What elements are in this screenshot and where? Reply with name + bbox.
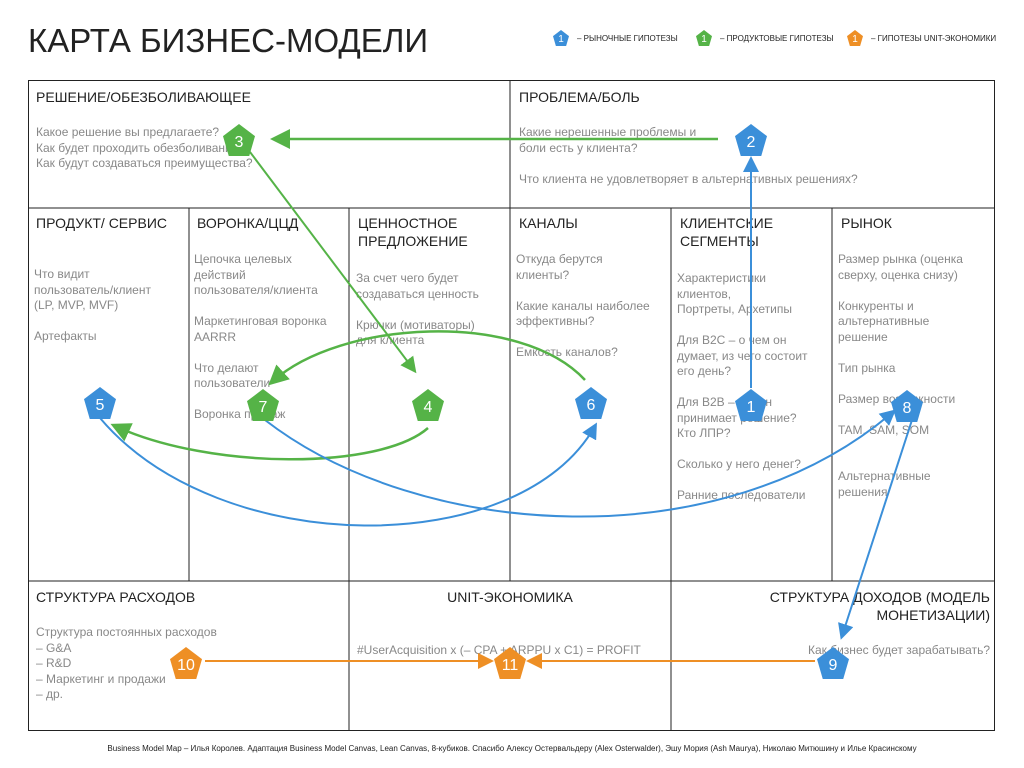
funnel-line: Что делают xyxy=(194,360,259,375)
funnel-line: Цепочка целевых xyxy=(194,252,292,266)
segments-line xyxy=(677,380,808,396)
solution-line: Как будет проходить обезболивание? xyxy=(36,140,246,155)
value-line: За счет чего будет xyxy=(356,271,459,285)
market-line xyxy=(838,283,963,299)
product-line: пользователь/клиент xyxy=(34,282,151,297)
value-text: За счет чего будет создаваться ценность … xyxy=(356,271,479,349)
channels-line xyxy=(516,283,650,299)
market-line xyxy=(838,454,963,470)
solution-text: Какое решение вы предлагаете? Как будет … xyxy=(36,125,253,172)
unit-formula: #UserAcquisition x (– CPA + ARPPU x C1) … xyxy=(357,643,641,657)
canvas-frame xyxy=(28,80,995,731)
revenue-text: Как бизнес будет зарабатывать? xyxy=(807,643,990,657)
channels-line: Емкость каналов? xyxy=(516,345,618,359)
segments-text: Характеристики клиентов, Портреты, Архет… xyxy=(677,271,808,504)
market-line: решения xyxy=(838,484,888,499)
segments-line: Для B2C – о чем он xyxy=(677,333,787,347)
funnel-line: AARRR xyxy=(194,329,237,344)
product-line: Что видит xyxy=(34,267,90,281)
market-line: сверху, оценка снизу) xyxy=(838,267,958,282)
segments-line: Характеристики xyxy=(677,271,766,285)
problem-line: Какие нерешенные проблемы и xyxy=(519,125,697,139)
product-header: ПРОДУКТ/ СЕРВИС xyxy=(36,215,167,231)
legend-market-label: – РЫНОЧНЫЕ ГИПОТЕЗЫ xyxy=(577,33,678,43)
solution-header: РЕШЕНИЕ/ОБЕЗБОЛИВАЮЩЕЕ xyxy=(36,89,251,105)
problem-header: ПРОБЛЕМА/БОЛЬ xyxy=(519,89,640,105)
problem-line xyxy=(519,156,858,172)
market-line: решение xyxy=(838,329,888,344)
problem-line: боли есть у клиента? xyxy=(519,140,638,155)
market-text: Размер рынка (оценка сверху, оценка сниз… xyxy=(838,252,963,500)
revenue-header: СТРУКТУРА ДОХОДОВ (МОДЕЛЬ МОНЕТИЗАЦИИ) xyxy=(769,589,990,623)
segments-line: Портреты, Архетипы xyxy=(677,302,792,316)
product-line xyxy=(34,314,151,330)
problem-text: Какие нерешенные проблемы и боли есть у … xyxy=(519,125,858,187)
segments-line xyxy=(677,442,808,458)
segments-line xyxy=(677,473,808,489)
footer-credits: Business Model Map – Илья Королев. Адапт… xyxy=(107,744,917,753)
market-line: Тип рынка xyxy=(838,360,896,375)
market-header: РЫНОК xyxy=(841,215,892,231)
segments-line xyxy=(677,318,808,334)
legend-unit: 1 – ГИПОТЕЗЫ UNIT-ЭКОНОМИКИ xyxy=(847,30,996,46)
solution-line: Как будут создаваться преимущества? xyxy=(36,156,253,170)
problem-line: Что клиента не удовлетворяет в альтернат… xyxy=(519,171,858,186)
legend-market: 1 – РЫНОЧНЫЕ ГИПОТЕЗЫ xyxy=(553,30,678,46)
market-line: Конкуренты и xyxy=(838,298,914,313)
costs-line: – др. xyxy=(36,687,64,701)
market-line: альтернативные xyxy=(838,314,930,328)
funnel-line: пользователи xyxy=(194,376,271,390)
product-line: (LP, MVP, MVF) xyxy=(34,298,119,312)
segments-line: Сколько у него денег? xyxy=(677,457,801,471)
legend-market-marker: 1 xyxy=(553,30,569,46)
legend-product-label: – ПРОДУКТОВЫЕ ГИПОТЕЗЫ xyxy=(720,33,834,43)
segments-line: клиентов, xyxy=(677,286,732,301)
unit-header: UNIT-ЭКОНОМИКА xyxy=(447,589,573,605)
legend-product-marker: 1 xyxy=(696,30,712,46)
costs-line: – R&D xyxy=(36,656,72,670)
marker-10: 10 xyxy=(170,647,202,679)
segments-line: Ранние последователи xyxy=(677,488,806,502)
segments-line: Кто ЛПР? xyxy=(677,426,731,440)
channels-line: Откуда берутся xyxy=(516,252,603,266)
channels-line: эффективны? xyxy=(516,314,595,328)
segments-line: его день? xyxy=(677,364,732,378)
product-line: Артефакты xyxy=(34,329,97,343)
market-line xyxy=(838,345,963,361)
costs-line: – Маркетинг и продажи xyxy=(36,671,166,686)
channels-line: клиенты? xyxy=(516,267,570,282)
value-header: ЦЕННОСТНОЕ ПРЕДЛОЖЕНИЕ xyxy=(358,215,468,249)
costs-line: Структура постоянных расходов xyxy=(36,625,217,639)
solution-line: Какое решение вы предлагаете? xyxy=(36,125,220,139)
legend-unit-label: – ГИПОТЕЗЫ UNIT-ЭКОНОМИКИ xyxy=(871,33,997,43)
channels-line: Какие каналы наиболее xyxy=(516,298,650,313)
costs-header: СТРУКТУРА РАСХОДОВ xyxy=(36,589,196,605)
funnel-header: ВОРОНКА/ЦЦД xyxy=(197,215,299,231)
legend-product: 1 – ПРОДУКТОВЫЕ ГИПОТЕЗЫ xyxy=(696,30,834,46)
funnel-line xyxy=(194,299,327,315)
value-line xyxy=(356,302,479,318)
market-line: Размер рынка (оценка xyxy=(838,252,963,266)
funnel-line: действий xyxy=(194,267,246,282)
market-line xyxy=(838,376,963,392)
market-line: Альтернативные xyxy=(838,469,931,483)
channels-header: КАНАЛЫ xyxy=(519,215,578,231)
page-title: КАРТА БИЗНЕС-МОДЕЛИ xyxy=(28,22,429,59)
market-line: TAM, SAM, SOM xyxy=(838,422,930,437)
legend-unit-marker: 1 xyxy=(847,30,863,46)
funnel-line: пользователя/клиента xyxy=(194,283,318,297)
segments-line: думает, из чего состоит xyxy=(677,348,808,363)
segments-header: КЛИЕНТСКИЕ СЕГМЕНТЫ xyxy=(680,215,774,249)
product-text: Что видит пользователь/клиент (LP, MVP, … xyxy=(34,267,151,345)
market-line xyxy=(838,438,963,454)
costs-text: Структура постоянных расходов – G&A – R&… xyxy=(36,625,217,703)
value-line: для клиента xyxy=(356,333,425,347)
costs-line: – G&A xyxy=(36,640,72,655)
value-line: Крючки (мотиваторы) xyxy=(356,317,475,332)
funnel-line xyxy=(194,345,327,361)
channels-text: Откуда берутся клиенты? Какие каналы наи… xyxy=(516,252,650,361)
funnel-line: Маркетинговая воронка xyxy=(194,314,327,328)
channels-line xyxy=(516,330,650,346)
value-line: создаваться ценность xyxy=(356,286,479,301)
